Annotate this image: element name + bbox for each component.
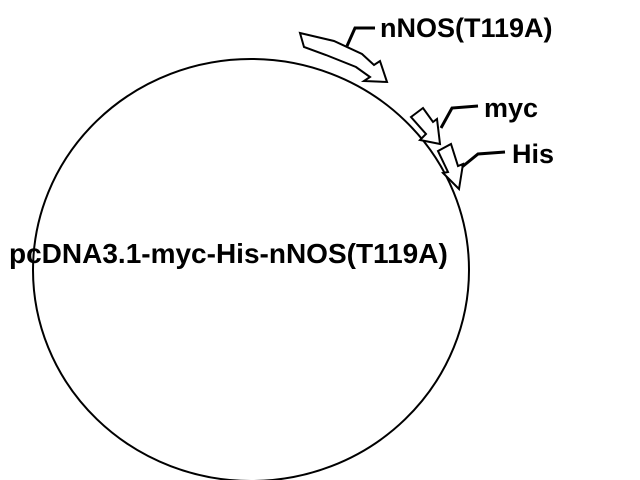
plasmid-backbone <box>32 58 470 480</box>
feature-myc: myc <box>409 93 538 146</box>
nnos-label: nNOS(T119A) <box>380 13 553 43</box>
nnos-feature-arrow <box>298 31 389 84</box>
myc-leader-line <box>439 104 479 129</box>
feature-nnos: nNOS(T119A) <box>298 13 553 84</box>
plasmid-name: pcDNA3.1-myc-His-nNOS(T119A) <box>9 238 448 269</box>
myc-feature-arrow <box>409 106 442 146</box>
myc-label: myc <box>484 93 538 123</box>
his-label: His <box>512 139 554 169</box>
nnos-leader-line <box>345 26 375 47</box>
his-leader-line <box>461 150 506 169</box>
his-feature-arrow <box>436 142 465 192</box>
feature-his: His <box>436 139 554 192</box>
